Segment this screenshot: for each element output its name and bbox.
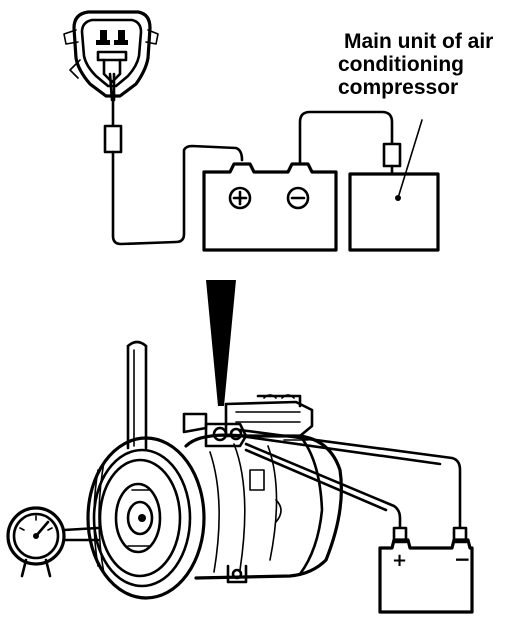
- compressor-icon: [86, 394, 343, 600]
- bottom-battery-positive-terminal: +: [392, 550, 407, 571]
- callout-line-2: conditioning: [338, 53, 464, 76]
- connector-icon: [63, 10, 159, 102]
- bottom-battery-negative-terminal: −: [454, 547, 471, 571]
- compressor-unit-box: [348, 119, 440, 252]
- support-rod: [126, 340, 148, 450]
- wire-battery-to-compressor-unit: [298, 110, 402, 176]
- test-leads: [238, 428, 468, 544]
- top-battery-positive-terminal: [232, 190, 248, 206]
- wire-connector-to-battery: [103, 98, 244, 246]
- top-battery-icon: [202, 162, 338, 252]
- dial-gauge-icon: [6, 506, 100, 578]
- callout-line-1: Main unit of air: [344, 30, 493, 53]
- callout-label: Main unit of air conditioning compressor: [338, 30, 493, 99]
- pointer-arrow-icon: [206, 280, 236, 406]
- fuse-left-icon: [103, 124, 123, 154]
- bottom-battery-icon: + −: [378, 538, 474, 614]
- fuse-right-icon: [382, 142, 402, 168]
- callout-line-3: compressor: [338, 76, 458, 99]
